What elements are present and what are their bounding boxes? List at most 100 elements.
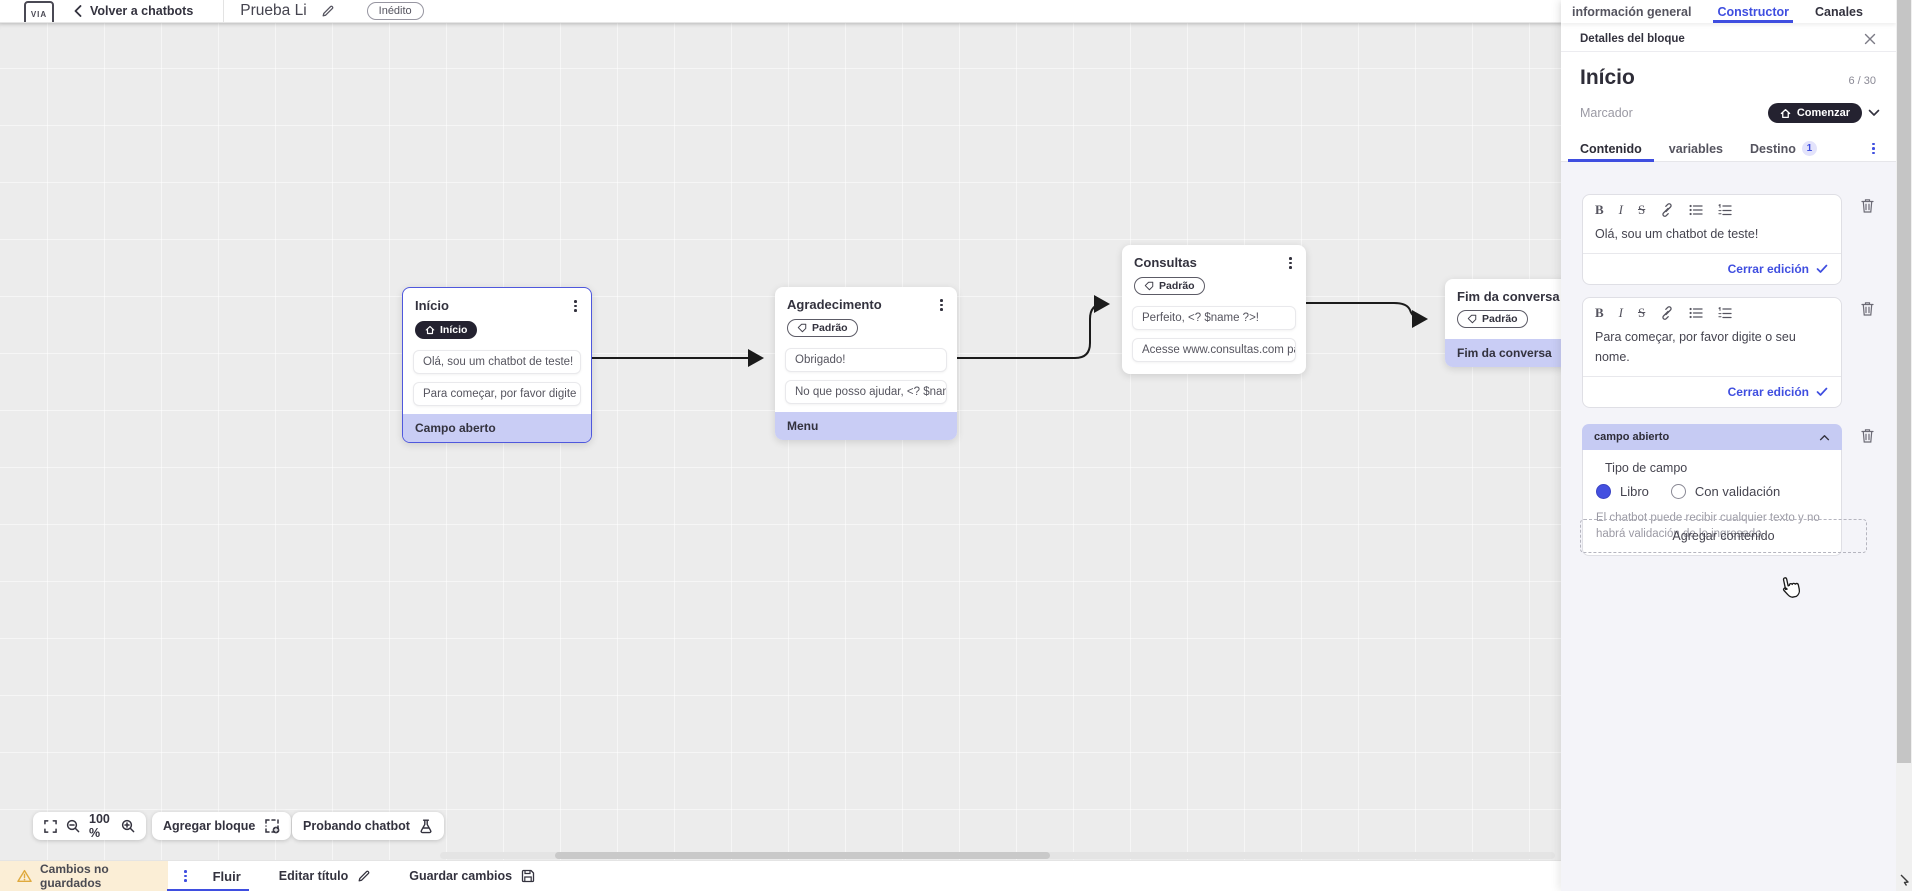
- node-menu-icon[interactable]: [572, 298, 579, 314]
- vertical-scrollbar[interactable]: [1896, 0, 1912, 891]
- rich-text-toolbar: B I S: [1583, 298, 1841, 324]
- app-logo[interactable]: VIA: [24, 0, 54, 22]
- warning-icon: [17, 869, 32, 883]
- close-edit-button[interactable]: Cerrar edición: [1727, 385, 1809, 399]
- save-label: Guardar cambios: [409, 869, 513, 883]
- ordered-list-icon[interactable]: [1718, 307, 1732, 319]
- back-label: Volver a chatbots: [90, 4, 194, 18]
- marker-value: Comenzar: [1796, 107, 1850, 119]
- tab-fluir[interactable]: Fluir: [212, 868, 241, 884]
- node-menu-icon[interactable]: [1287, 255, 1294, 271]
- test-chatbot-button[interactable]: Probando chatbot: [292, 812, 444, 840]
- bullet-list-icon[interactable]: [1689, 307, 1703, 319]
- tab-variables[interactable]: variables: [1668, 141, 1724, 156]
- tab-canales[interactable]: Canales: [1815, 4, 1863, 19]
- flow-node-consultas[interactable]: Consultas Padrão Perfeito, <? $name ?>! …: [1122, 245, 1306, 374]
- edit-title-label: Editar título: [278, 869, 349, 883]
- link-icon[interactable]: [1660, 306, 1674, 320]
- trash-icon[interactable]: [1860, 428, 1875, 444]
- zoom-out-icon[interactable]: [66, 819, 80, 833]
- marker-label: Marcador: [1580, 106, 1633, 120]
- flow-node-agradecimento[interactable]: Agradecimento Padrão Obrigado! No que po…: [775, 287, 957, 440]
- edit-title-icon[interactable]: [321, 4, 335, 18]
- node-message[interactable]: No que posso ajudar, <? $name ...: [785, 379, 947, 404]
- add-block-label: Agregar bloque: [163, 819, 256, 833]
- flow-canvas[interactable]: [0, 23, 1561, 861]
- destino-count-badge: 1: [1801, 141, 1817, 156]
- badge-label: Início: [440, 323, 468, 336]
- strikethrough-icon[interactable]: S: [1638, 202, 1646, 217]
- trash-icon[interactable]: [1860, 301, 1875, 317]
- tag-icon: [1467, 314, 1477, 324]
- bold-icon[interactable]: B: [1595, 305, 1604, 320]
- rich-text-toolbar: B I S: [1583, 195, 1841, 221]
- add-content-button[interactable]: Agregar contenido: [1580, 519, 1867, 553]
- flow-options-menu-icon[interactable]: [182, 868, 189, 884]
- open-field-section: campo abierto Tipo de campo Libro Con va…: [1582, 424, 1842, 557]
- close-icon[interactable]: [1864, 33, 1876, 45]
- block-name-input[interactable]: Início: [1580, 66, 1635, 89]
- tab-informacion-general[interactable]: información general: [1572, 4, 1692, 19]
- block-options-menu-icon[interactable]: [1870, 141, 1877, 157]
- message-text-input[interactable]: Olá, sou um chatbot de teste!: [1583, 221, 1841, 254]
- radio-con-validacion[interactable]: [1670, 484, 1686, 499]
- marker-select[interactable]: Comenzar: [1767, 103, 1862, 123]
- edit-title-button[interactable]: Editar título: [279, 869, 371, 883]
- node-default-badge: Padrão: [1134, 276, 1205, 295]
- chevron-down-icon[interactable]: [1868, 109, 1880, 117]
- open-field-header[interactable]: campo abierto: [1582, 424, 1842, 450]
- node-message[interactable]: Perfeito, <? $name ?>!: [1132, 305, 1296, 330]
- tab-contenido[interactable]: Contenido: [1568, 136, 1654, 162]
- active-tab-underline: [167, 889, 249, 891]
- node-default-badge: Padrão: [1457, 310, 1528, 328]
- flask-icon: [419, 819, 433, 834]
- strikethrough-icon[interactable]: S: [1638, 305, 1646, 320]
- link-icon[interactable]: [1660, 203, 1674, 217]
- bullet-list-icon[interactable]: [1689, 204, 1703, 216]
- node-start-badge: Início: [415, 320, 478, 339]
- node-title: Fim da conversa: [1457, 289, 1560, 304]
- back-to-chatbots-button[interactable]: Volver a chatbots: [74, 4, 193, 18]
- radio-libro[interactable]: [1596, 484, 1611, 499]
- save-changes-button[interactable]: Guardar cambios: [409, 869, 535, 883]
- badge-label: Padrão: [1159, 279, 1195, 292]
- save-icon: [521, 869, 535, 883]
- field-helper-text: El chatbot puede recibir cualquier texto…: [1596, 512, 1820, 541]
- ordered-list-icon[interactable]: [1718, 204, 1732, 216]
- test-chatbot-label: Probando chatbot: [303, 819, 410, 833]
- badge-label: Padrão: [1482, 313, 1518, 325]
- chevron-up-icon: [1819, 434, 1830, 441]
- tab-destino[interactable]: Destino 1: [1750, 136, 1817, 161]
- radio-libro-label[interactable]: Libro: [1620, 484, 1649, 499]
- vertical-scrollbar-thumb[interactable]: [1897, 0, 1911, 763]
- block-detail-tabs: Contenido variables Destino 1: [1561, 136, 1896, 162]
- close-edit-button[interactable]: Cerrar edición: [1727, 262, 1809, 276]
- node-message[interactable]: Obrigado!: [785, 347, 947, 372]
- node-message[interactable]: Acesse www.consultas.com par...: [1132, 337, 1296, 362]
- message-editor: B I S Para começar, por favor digite o s…: [1582, 297, 1842, 408]
- node-message[interactable]: Para começar, por favor digite o ...: [413, 381, 581, 406]
- horizontal-scrollbar-thumb[interactable]: [555, 852, 1050, 859]
- node-action-menu[interactable]: Menu: [775, 411, 957, 440]
- chatbot-title: Prueba Li: [240, 2, 307, 19]
- add-block-icon: [264, 818, 280, 834]
- italic-icon[interactable]: I: [1618, 305, 1624, 320]
- message-text-input[interactable]: Para começar, por favor digite o seu nom…: [1583, 324, 1841, 377]
- radio-con-validacion-label[interactable]: Con validación: [1694, 484, 1781, 499]
- tab-constructor[interactable]: Constructor: [1713, 0, 1793, 23]
- chevron-left-icon: [74, 5, 82, 17]
- open-field-label: campo abierto: [1594, 431, 1670, 443]
- fullscreen-icon[interactable]: [44, 819, 57, 833]
- italic-icon[interactable]: I: [1618, 202, 1624, 217]
- node-message[interactable]: Olá, sou um chatbot de teste!: [413, 349, 581, 374]
- trash-icon[interactable]: [1860, 198, 1875, 214]
- node-menu-icon[interactable]: [938, 297, 945, 313]
- zoom-in-icon[interactable]: [121, 819, 135, 833]
- add-block-button[interactable]: Agregar bloque: [152, 812, 292, 840]
- message-editor: B I S Olá, sou um chatbot de teste! Cerr…: [1582, 194, 1842, 285]
- flow-node-inicio[interactable]: Início Início Olá, sou um chatbot de tes…: [402, 287, 592, 443]
- horizontal-scrollbar[interactable]: [440, 852, 1555, 859]
- corner-resize-mark: [1899, 874, 1910, 886]
- node-action-open-field[interactable]: Campo aberto: [403, 413, 591, 442]
- bold-icon[interactable]: B: [1595, 202, 1604, 217]
